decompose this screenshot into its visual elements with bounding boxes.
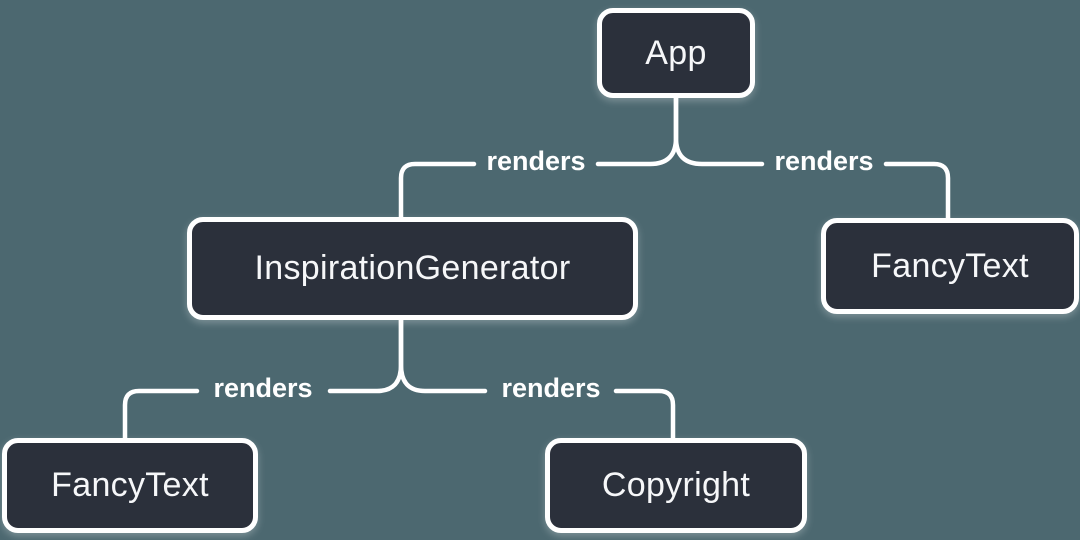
node-fancy-text-top-right-label: FancyText [871, 246, 1029, 285]
edge-wire-to-inspiration-generator [398, 161, 477, 220]
node-fancy-text-bottom-left-label: FancyText [51, 466, 209, 504]
node-app: App [597, 8, 755, 98]
edge-wire-ig-right-branch [398, 317, 488, 394]
node-inspiration-generator-label: InspirationGenerator [254, 249, 571, 287]
edge-label-app-fancy-text: renders [774, 146, 874, 176]
edge-label-inspiration-generator-copyright: renders [501, 373, 601, 403]
node-copyright: Copyright [545, 438, 807, 533]
edge-wire-ig-left-branch [327, 317, 404, 394]
node-fancy-text-bottom-left: FancyText [2, 438, 258, 533]
node-fancy-text-top-right: FancyText [821, 218, 1079, 314]
edge-label-app-inspiration-generator: renders [486, 146, 586, 176]
edge-wire-app-left-branch [595, 95, 679, 167]
edge-wire-to-fancy-text-top [883, 161, 951, 221]
edge-wire-to-copyright [613, 388, 676, 441]
node-inspiration-generator: InspirationGenerator [187, 217, 638, 320]
edge-label-inspiration-generator-fancy-text: renders [213, 373, 313, 403]
edge-wire-to-fancy-text-bottom [122, 388, 200, 441]
node-app-label: App [645, 33, 707, 72]
edge-wire-app-right-branch [673, 95, 765, 167]
node-copyright-label: Copyright [601, 466, 751, 504]
